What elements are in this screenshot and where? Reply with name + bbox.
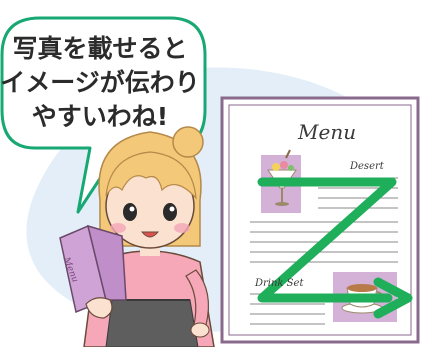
bubble-text-line-1: 写真を載せると [12,34,188,63]
menu-title: Menu [298,120,357,144]
menu-inner-border [228,104,412,336]
bubble-text-line-3: やすいわね! [31,102,169,131]
z-arrow-icon [257,177,413,319]
bubble-text-line-2: イメージが伝わり [0,68,200,97]
menu-section-drink-set: Drink Set [255,278,304,289]
menu-section-desert: Desert [350,161,384,172]
